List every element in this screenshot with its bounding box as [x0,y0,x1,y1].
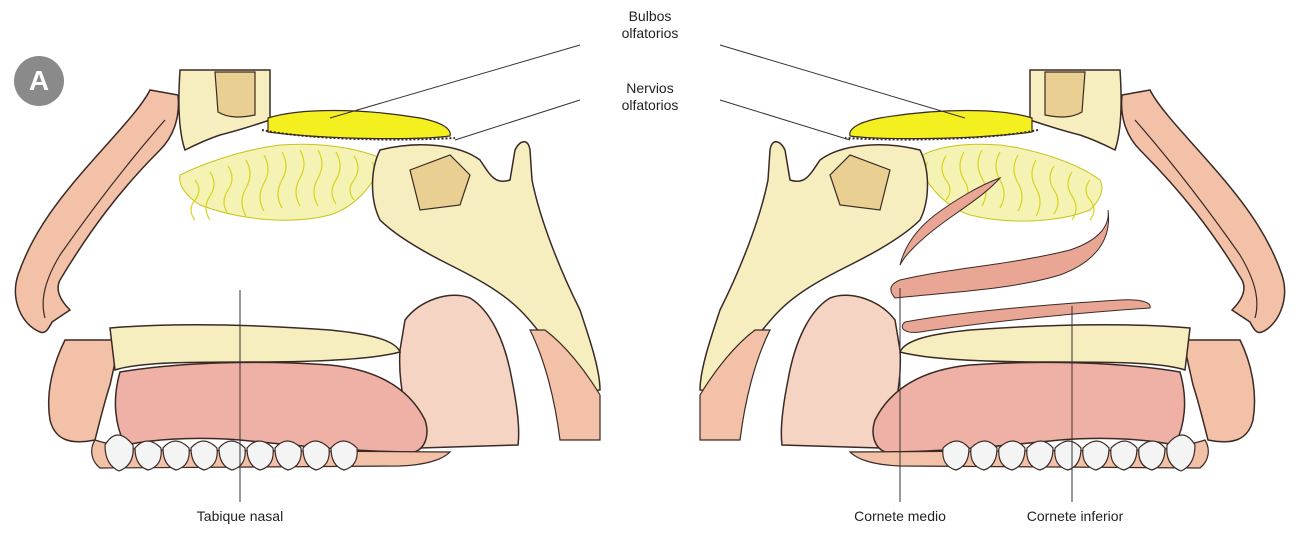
left-panel [15,70,600,471]
right-nose-skin [1122,90,1285,333]
left-upper-lip [49,340,120,442]
leader-bulbs-right [720,45,965,118]
label-middle-turbinate: Cornete medio [830,508,970,525]
right-middle-turbinate [891,210,1109,298]
label-olfactory-bulbs: Bulbos olfatorios [600,8,700,42]
right-upper-lip [1183,340,1255,442]
right-frontal-sinus [1045,72,1085,117]
right-oral-roof [873,362,1185,452]
label-olfactory-bulbs-line2: olfatorios [600,25,700,42]
left-oral-roof [115,362,427,452]
label-olfactory-nerves: Nervios olfatorios [600,80,700,114]
left-olfactory-nerves [180,144,385,220]
label-olfactory-nerves-line1: Nervios [600,80,700,97]
leader-nerves-left [455,100,580,140]
label-inferior-turbinate: Cornete inferior [1000,508,1150,525]
leader-nerves-right [720,100,850,140]
right-panel [700,70,1285,471]
label-olfactory-nerves-line2: olfatorios [600,97,700,114]
leader-bulbs-left [330,45,580,118]
label-olfactory-bulbs-line1: Bulbos [600,8,700,25]
left-nose-skin [15,90,178,333]
panel-letter-badge: A [14,56,64,106]
left-frontal-sinus [215,72,255,117]
label-nasal-septum: Tabique nasal [170,508,310,525]
